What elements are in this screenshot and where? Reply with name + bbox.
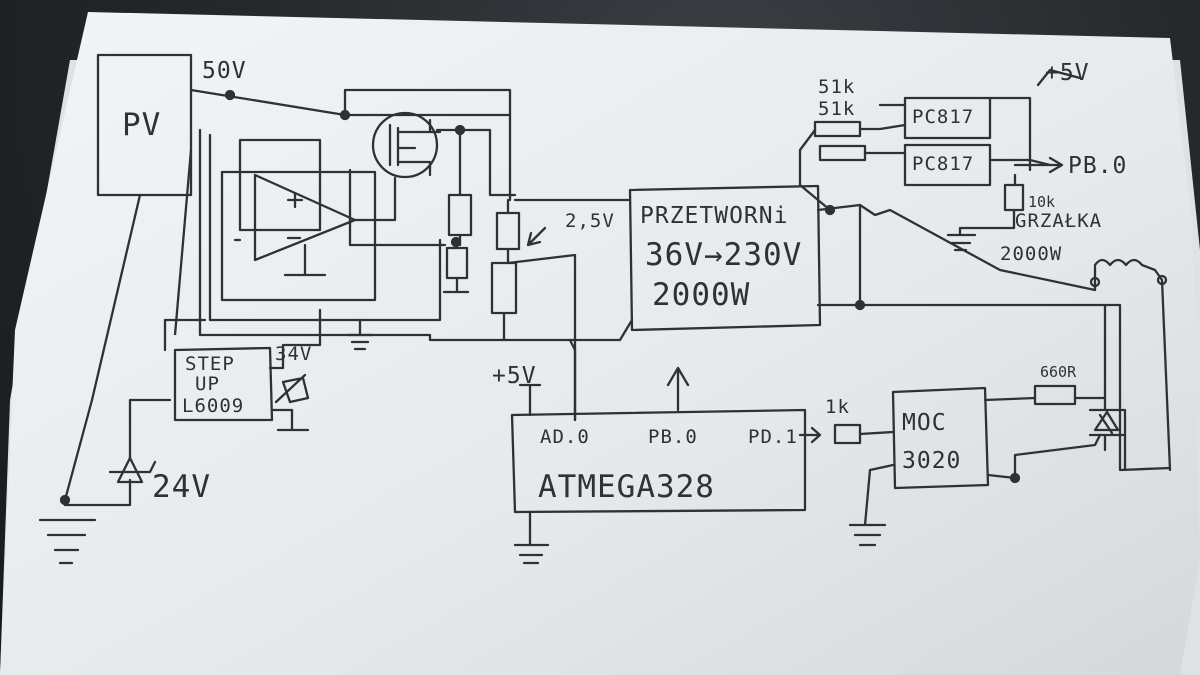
pin-ad0-label: AD.0 xyxy=(540,426,590,448)
rail-50v-up xyxy=(343,88,512,202)
pc817-box-b xyxy=(903,143,992,187)
opamp-frame-3 xyxy=(208,133,442,322)
moc-box xyxy=(891,386,990,490)
opamp-frame-4 xyxy=(198,128,562,342)
voltage-50v-label: 50V xyxy=(202,58,247,84)
converter-volts: 36V→230V xyxy=(645,237,803,273)
pin-pd1-label: PD.1 xyxy=(748,426,798,448)
pc817-b-label: PC817 xyxy=(912,153,975,175)
junction-divider xyxy=(450,236,462,248)
resistor-10k-label: 10k xyxy=(1028,193,1056,211)
resistor-51k-wires xyxy=(858,123,907,155)
resistor-660r-label: 660R xyxy=(1040,363,1077,381)
arrow-2v5 xyxy=(526,226,547,247)
mosfet-circle xyxy=(371,111,439,179)
ground-mid xyxy=(346,318,374,351)
zener-to-stepup xyxy=(128,398,172,460)
heater-power-label: 2000W xyxy=(1000,243,1063,265)
pc817-box-a xyxy=(903,96,992,140)
pc817-wires xyxy=(878,68,1082,187)
divider-ground xyxy=(442,276,470,294)
mcu-label: ATMEGA328 xyxy=(538,469,715,505)
junction-moc xyxy=(1009,472,1021,484)
stepup-label-3: L6009 xyxy=(182,395,245,417)
voltage-34v-label: 34V xyxy=(275,343,313,365)
heater-label: GRZAŁKA xyxy=(1015,210,1103,232)
resistor-1k-out xyxy=(858,430,895,436)
triac-symbol xyxy=(1088,408,1127,472)
pb0-arrow-wire xyxy=(1013,156,1064,174)
opamp-vdiv-wire xyxy=(233,168,447,247)
pv-ground-symbol xyxy=(38,518,97,565)
reference-2v5-label: 2,5V xyxy=(565,210,615,232)
converter-in-bottom xyxy=(558,318,634,342)
heater-terminal-b xyxy=(1156,274,1168,286)
stepup-in xyxy=(163,318,207,352)
mosfet-out-wire xyxy=(435,128,517,197)
pc817-a-label: PC817 xyxy=(912,106,975,128)
stepup-box xyxy=(173,346,274,422)
opamp-ground xyxy=(283,243,327,277)
pv-label: PV xyxy=(122,107,162,143)
paper-front-sheet xyxy=(0,12,1200,675)
opamp-frame-1 xyxy=(238,138,322,232)
opamp-triangle xyxy=(253,173,357,262)
heater-coil xyxy=(1093,258,1172,472)
converter-out-bottom xyxy=(816,303,1172,472)
mcu-pb0-arrow xyxy=(666,366,690,412)
converter-out-top xyxy=(816,203,1097,292)
moc-label-1: MOC xyxy=(902,410,947,436)
pd1-wire xyxy=(798,426,822,444)
opamp-frame-2 xyxy=(220,170,377,302)
stepup-trimmer xyxy=(274,373,310,404)
mcu-ad0-wire xyxy=(568,338,577,422)
zener-24v-label: 24V xyxy=(152,469,211,505)
opamp-gate-wire xyxy=(353,176,397,222)
stepup-label-2: UP xyxy=(195,373,220,395)
pv-ground-wire xyxy=(63,193,142,502)
mosfet-symbol xyxy=(388,118,442,177)
resistor-51k-a-label: 51k xyxy=(818,76,856,98)
resistor-1k-label: 1k xyxy=(825,396,850,418)
vcc-top-label: +5V xyxy=(1045,60,1090,86)
zener-24v-symbol xyxy=(108,456,157,484)
zener-24v-wire xyxy=(63,478,132,507)
mcu-box xyxy=(510,408,807,514)
pv-panel-box xyxy=(96,53,193,197)
pb0-output-label: PB.0 xyxy=(1068,153,1128,179)
junction-50v xyxy=(224,89,236,101)
mcu-vcc xyxy=(518,383,542,417)
pin-pb0-label: PB.0 xyxy=(648,426,698,448)
mcu-ground xyxy=(513,510,550,565)
converter-power: 2000W xyxy=(652,277,751,313)
resistor-10k-ground xyxy=(946,208,1016,252)
opamp-plus xyxy=(286,191,304,209)
converter-box xyxy=(628,184,822,332)
moc-label-2: 3020 xyxy=(902,448,962,474)
stepup-wires xyxy=(268,308,322,432)
pv-right-wire xyxy=(173,149,193,336)
converter-title: PRZETWORNi xyxy=(640,203,789,229)
junction-ground xyxy=(59,494,71,506)
resistor-660r xyxy=(1033,384,1077,406)
mcu-vcc-label: +5V xyxy=(492,363,537,389)
moc-ground-wire xyxy=(848,463,895,547)
stepup-label-1: STEP xyxy=(185,353,235,375)
heater-terminal-a xyxy=(1089,276,1101,288)
converter-sense-wire xyxy=(798,128,862,307)
resistor-51k-b-label: 51k xyxy=(818,98,856,120)
